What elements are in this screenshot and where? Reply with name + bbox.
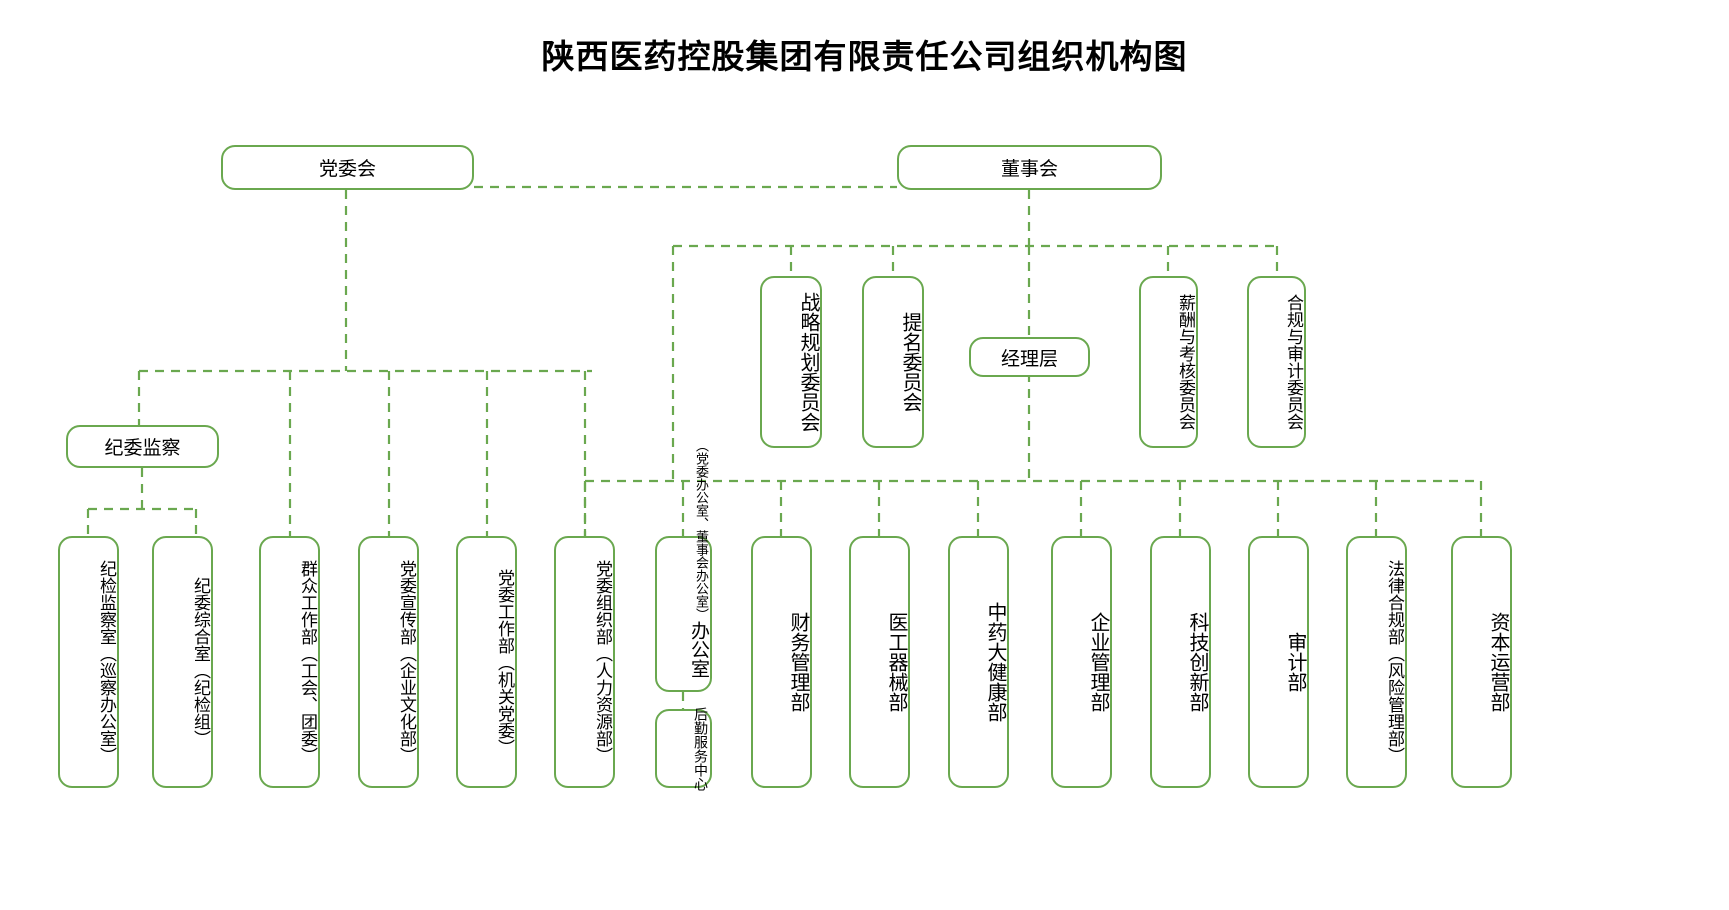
node-management-label: 经理层 <box>1000 348 1058 370</box>
office-sublabel: （党委办公室、董事会办公室） <box>694 439 709 621</box>
committee-label: 战略规划委员会 <box>797 292 819 432</box>
dept-label: 资本运营部 <box>1487 612 1509 712</box>
node-dept-capital-operation[interactable]: 资本运营部 <box>1451 536 1512 788</box>
dept-label: 审计部 <box>1284 632 1306 692</box>
office-label: 办公室 <box>688 621 709 678</box>
node-party-committee[interactable]: 党委会 <box>221 145 474 190</box>
node-dept-party-publicity[interactable]: 党委宣传部（企业文化部） <box>358 536 419 788</box>
dept-label: 科技创新部 <box>1186 612 1208 712</box>
page-title: 陕西医药控股集团有限责任公司组织机构图 <box>541 38 1188 75</box>
node-dept-financial-management[interactable]: 财务管理部 <box>751 536 812 788</box>
node-dept-enterprise-management[interactable]: 企业管理部 <box>1051 536 1112 788</box>
dept-label: 纪委综合室（纪检组） <box>191 577 210 747</box>
node-dept-logistics-service-center[interactable]: 后勤服务中心 <box>655 706 712 791</box>
node-dept-medical-equipment[interactable]: 医工器械部 <box>849 536 910 788</box>
node-committee-compliance-audit[interactable]: 合规与审计委员会 <box>1247 276 1306 448</box>
node-committee-compensation-appraisal[interactable]: 薪酬与考核委员会 <box>1139 276 1198 448</box>
committee-label: 薪酬与考核委员会 <box>1176 294 1195 430</box>
node-dept-science-innovation[interactable]: 科技创新部 <box>1150 536 1211 788</box>
node-committee-nomination[interactable]: 提名委员会 <box>862 276 924 448</box>
dept-label: 群众工作部（工会、团委） <box>298 560 317 764</box>
dept-label: 后勤服务中心 <box>693 706 709 791</box>
dept-label: 党委宣传部（企业文化部） <box>397 560 416 764</box>
dept-label: 纪检监察室（巡察办公室） <box>97 560 116 764</box>
node-board-label: 董事会 <box>1000 159 1058 180</box>
dept-label: 法律合规部（风险管理部） <box>1385 560 1404 764</box>
dept-label: 企业管理部 <box>1087 612 1109 712</box>
committee-label: 提名委员会 <box>899 312 921 412</box>
node-party-committee-label: 党委会 <box>318 159 376 180</box>
dept-label: 中药大健康部 <box>984 602 1006 722</box>
dept-label: 医工器械部 <box>885 612 907 712</box>
node-dept-party-organization[interactable]: 党委组织部（人力资源部） <box>554 536 615 788</box>
node-discipline-inspection[interactable]: 纪委监察 <box>66 425 219 468</box>
node-board-of-directors[interactable]: 董事会 <box>897 145 1162 190</box>
dept-label: 党委组织部（人力资源部） <box>593 560 612 764</box>
node-dept-mass-work[interactable]: 群众工作部（工会、团委） <box>259 536 320 788</box>
node-discipline-label: 纪委监察 <box>104 438 181 459</box>
node-dept-legal-compliance[interactable]: 法律合规部（风险管理部） <box>1346 536 1407 788</box>
node-dept-discipline-inspection-office[interactable]: 纪检监察室（巡察办公室） <box>58 536 119 788</box>
node-dept-party-work[interactable]: 党委工作部（机关党委） <box>456 536 517 788</box>
node-dept-tcm-health[interactable]: 中药大健康部 <box>948 536 1009 788</box>
node-management-layer[interactable]: 经理层 <box>969 337 1090 377</box>
node-dept-audit[interactable]: 审计部 <box>1248 536 1309 788</box>
committee-label: 合规与审计委员会 <box>1284 294 1303 430</box>
dept-label: 党委工作部（机关党委） <box>495 568 514 756</box>
node-dept-general-office[interactable]: 办公室 （党委办公室、董事会办公室） <box>655 439 712 692</box>
node-committee-strategic-planning[interactable]: 战略规划委员会 <box>760 276 822 448</box>
dept-label: 财务管理部 <box>787 612 809 712</box>
node-dept-discipline-general-office[interactable]: 纪委综合室（纪检组） <box>152 536 213 788</box>
